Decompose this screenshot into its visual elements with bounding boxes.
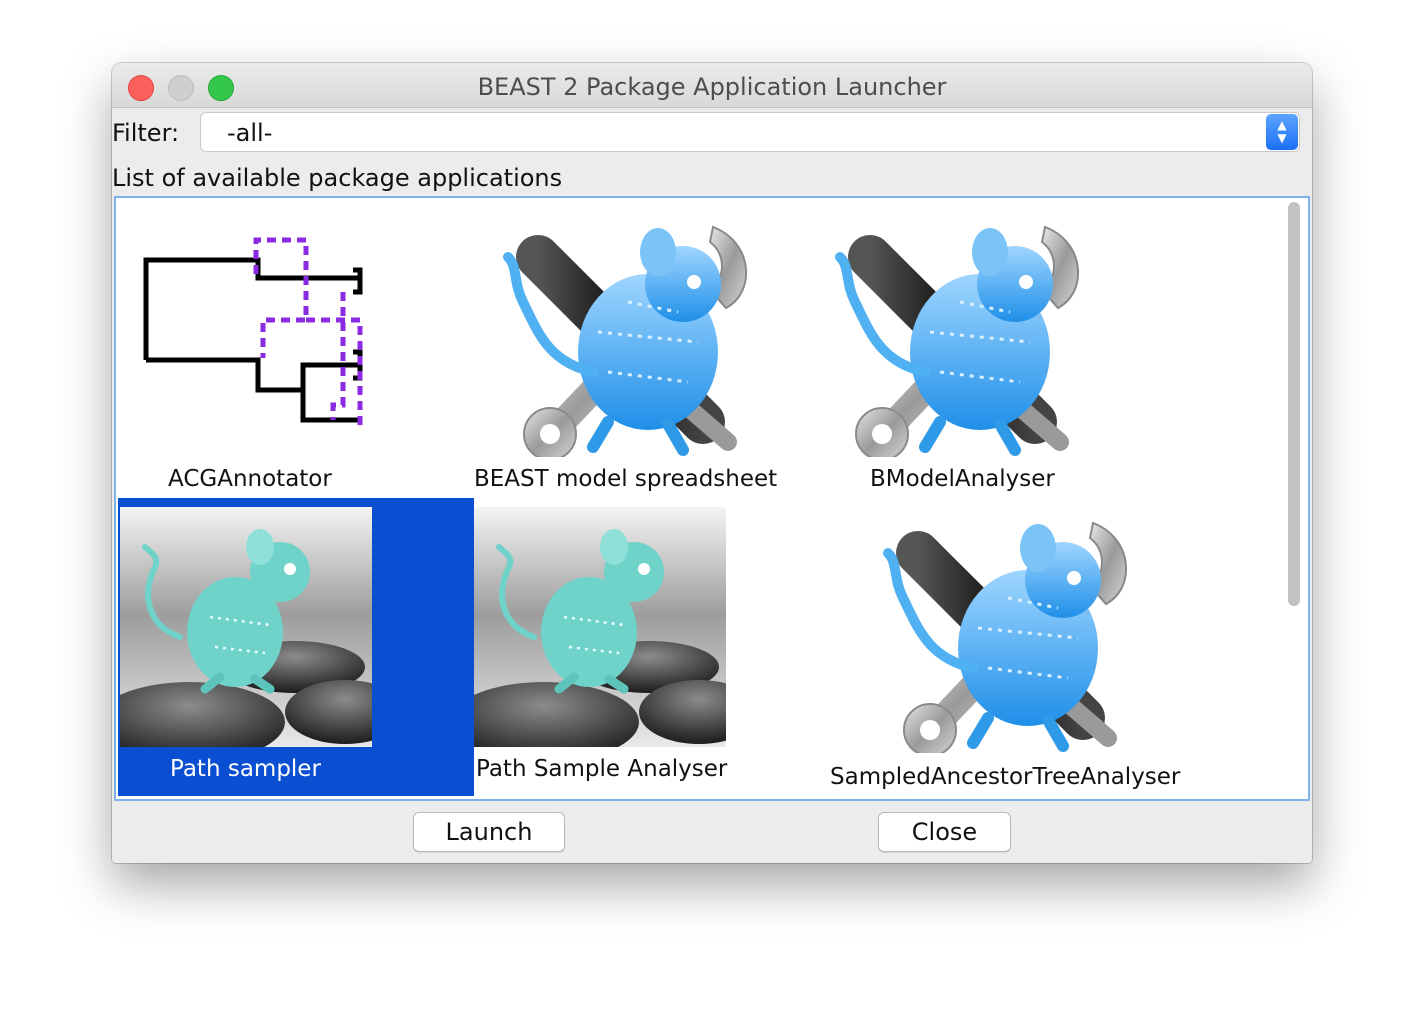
title-bar[interactable]: BEAST 2 Package Application Launcher	[112, 63, 1312, 108]
vertical-scrollbar[interactable]	[1286, 202, 1302, 798]
list-item-label: SampledAncestorTreeAnalyser	[830, 764, 1181, 790]
beast-tools-icon	[830, 212, 1082, 457]
list-item-sampledancestortreeanalyser[interactable]: SampledAncestorTreeAnalyser	[830, 498, 1186, 796]
application-list[interactable]: ACGAnnotator BEAST model spreadsheet BMo…	[114, 196, 1310, 801]
path-sampler-icon	[120, 507, 372, 747]
list-item-path-sample-analyser[interactable]: Path Sample Analyser	[474, 498, 830, 796]
close-window-button[interactable]	[128, 75, 154, 101]
list-item-label: ACGAnnotator	[168, 466, 332, 492]
filter-select[interactable]: -all- ▲▼	[200, 112, 1300, 152]
close-button[interactable]: Close	[878, 812, 1011, 852]
list-item-acgannotator[interactable]: ACGAnnotator	[118, 200, 474, 498]
launcher-window: BEAST 2 Package Application Launcher Fil…	[112, 63, 1312, 863]
list-item-path-sampler[interactable]: Path sampler	[118, 498, 474, 796]
tree-graph-icon	[143, 237, 363, 430]
chevron-up-down-icon[interactable]: ▲▼	[1266, 114, 1298, 150]
list-item-label: Path Sample Analyser	[476, 756, 728, 782]
launch-button[interactable]: Launch	[413, 812, 565, 852]
list-label: List of available package applications	[112, 164, 563, 192]
filter-value: -all-	[227, 119, 273, 147]
list-item-beast-model-spreadsheet[interactable]: BEAST model spreadsheet	[474, 200, 830, 498]
zoom-window-button[interactable]	[208, 75, 234, 101]
scroll-thumb[interactable]	[1288, 202, 1300, 606]
filter-label: Filter:	[112, 119, 180, 147]
list-item-label: BEAST model spreadsheet	[474, 466, 778, 492]
beast-tools-icon	[878, 508, 1130, 753]
minimize-window-button[interactable]	[168, 75, 194, 101]
path-sampler-icon	[474, 507, 726, 747]
list-item-label: Path sampler	[170, 756, 321, 782]
window-title: BEAST 2 Package Application Launcher	[477, 73, 947, 101]
list-item-bmodelanalyser[interactable]: BModelAnalyser	[830, 200, 1186, 498]
beast-tools-icon	[498, 212, 750, 457]
list-item-label: BModelAnalyser	[870, 466, 1055, 492]
